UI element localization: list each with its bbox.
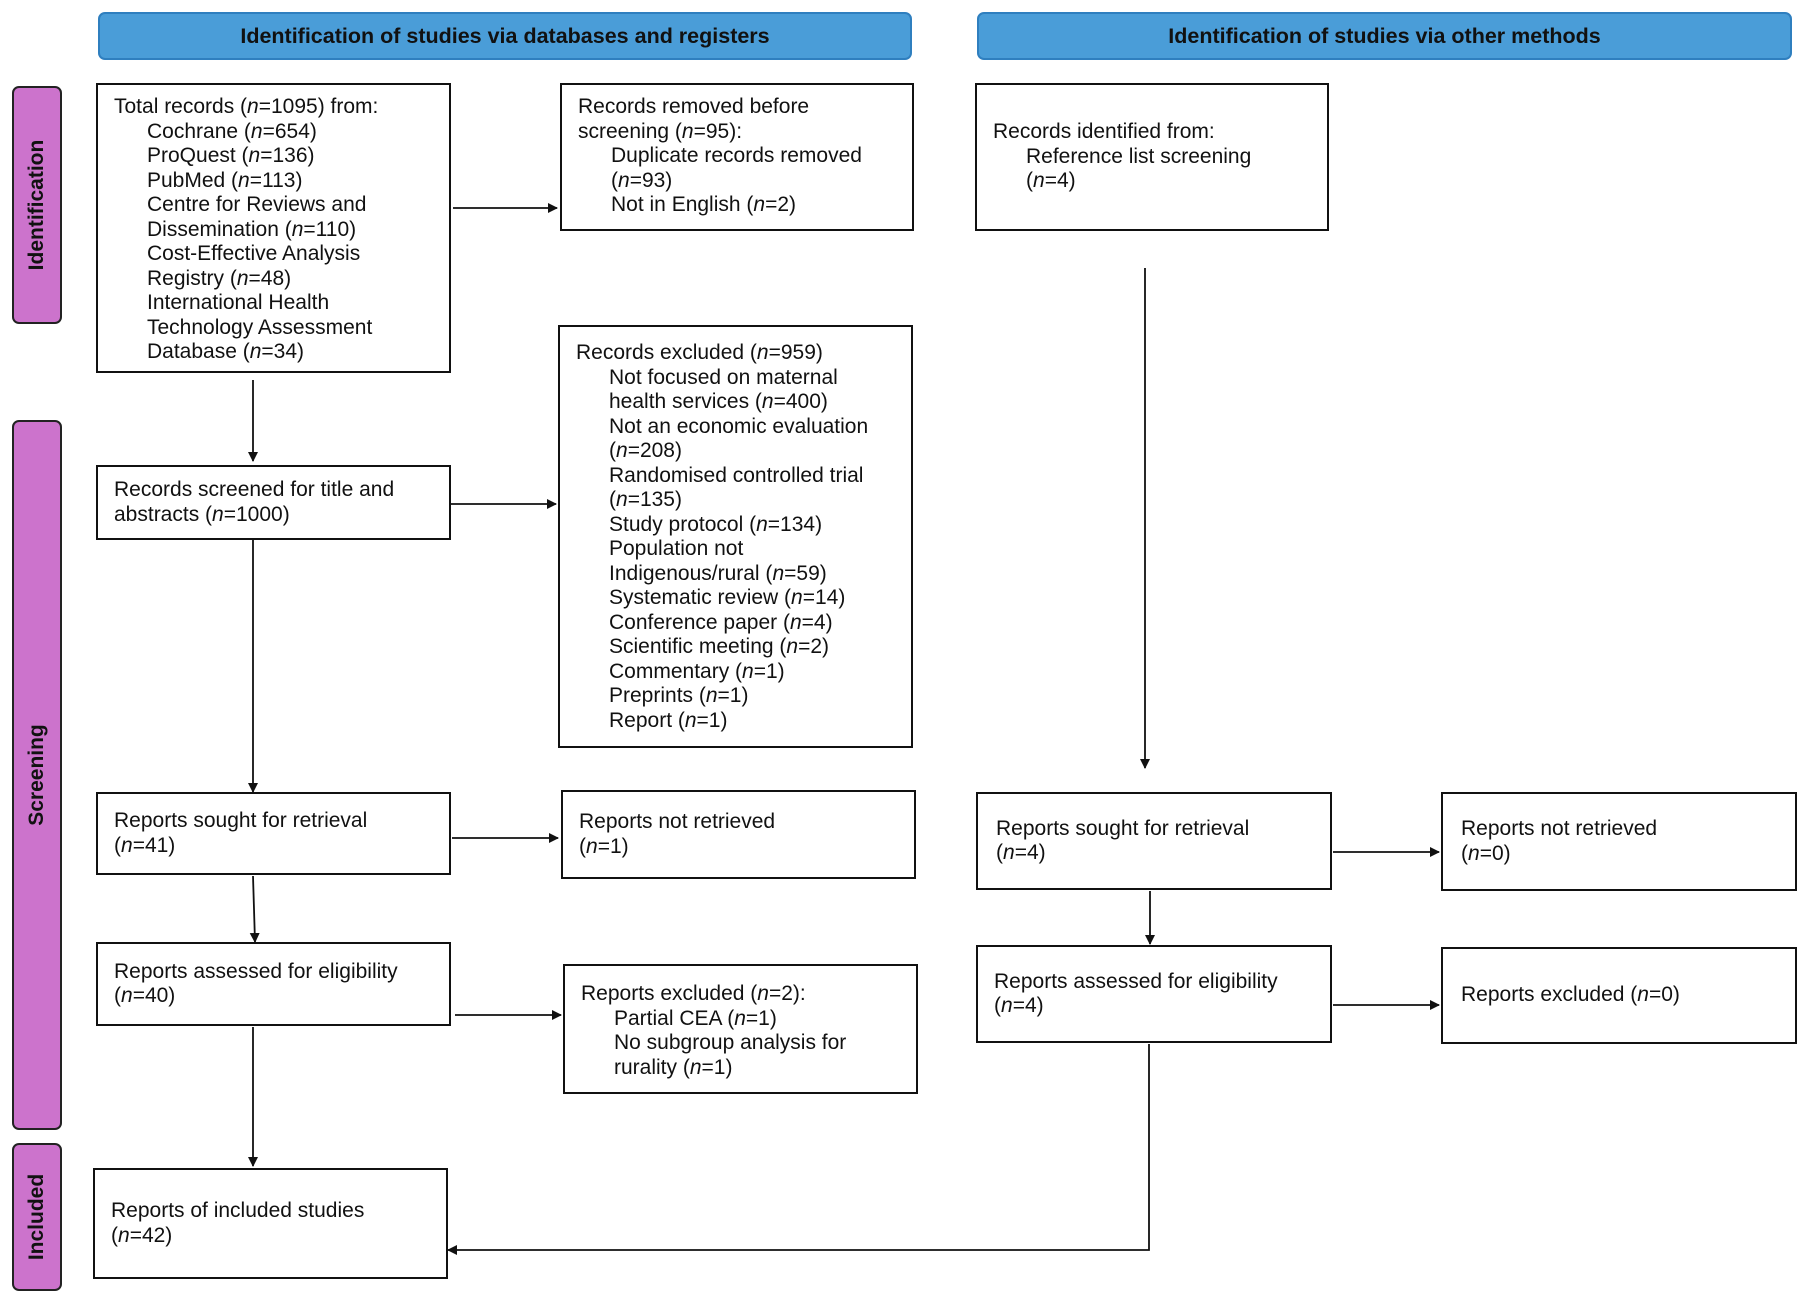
box-reports-sought-other: Reports sought for retrieval(n=4) xyxy=(976,792,1332,890)
box-line: abstracts (n=1000) xyxy=(114,502,290,526)
box-line: Preprints (n=1) xyxy=(609,684,749,707)
box-reports-excluded-db: Reports excluded (n=2):Partial CEA (n=1)… xyxy=(563,964,918,1094)
box-line: (n=4) xyxy=(1026,169,1076,193)
box-line: health services (n=400) xyxy=(609,390,828,413)
box-line: Not an economic evaluation xyxy=(609,414,869,438)
box-line: Not in English (n=2) xyxy=(611,193,797,216)
box-line: Records removed before xyxy=(578,95,810,118)
box-line: (n=40) xyxy=(114,984,176,1007)
box-line: Dissemination (n=110) xyxy=(147,217,357,241)
box-line: (n=4) xyxy=(994,994,1044,1017)
box-reports-sought-db: Reports sought for retrieval(n=41) xyxy=(96,792,451,875)
box-line: Technology Assessment xyxy=(147,315,373,339)
box-line: Reports assessed for eligibility xyxy=(994,969,1278,993)
box-line: Database (n=34) xyxy=(147,340,305,363)
box-line: Commentary (n=1) xyxy=(609,659,785,683)
box-line: Systematic review (n=14) xyxy=(609,586,846,609)
box-line: Records screened for title and xyxy=(114,478,395,501)
box-line: (n=93) xyxy=(611,168,673,192)
box-line: Reports not retrieved xyxy=(579,810,776,833)
box-line: Reports sought for retrieval xyxy=(996,816,1250,840)
box-line: (n=208) xyxy=(609,439,682,462)
stage-included: Included xyxy=(12,1143,62,1291)
box-line: Study protocol (n=134) xyxy=(609,512,823,536)
header-databases-label: Identification of studies via databases … xyxy=(240,23,770,48)
box-line: International Health xyxy=(147,291,330,314)
box-line: (n=42) xyxy=(111,1223,173,1247)
box-reports-assessed-other: Reports assessed for eligibility(n=4) xyxy=(976,945,1332,1043)
box-line: Cost-Effective Analysis xyxy=(147,242,361,265)
box-line: Reports excluded (n=2): xyxy=(581,982,806,1005)
arrow-other-to-included xyxy=(447,1044,1150,1255)
box-line: Conference paper (n=4) xyxy=(609,610,833,634)
box-line: Reports excluded (n=0) xyxy=(1461,983,1680,1007)
box-records-identified-other: Records identified from:Reference list s… xyxy=(975,83,1329,231)
box-line: Not focused on maternal xyxy=(609,365,838,389)
box-line: Records excluded (n=959) xyxy=(576,341,823,364)
box-line: Duplicate records removed xyxy=(611,144,862,167)
box-line: Reports sought for retrieval xyxy=(114,809,368,832)
stage-identification: Identification xyxy=(12,86,62,324)
box-line: Reference list screening xyxy=(1026,144,1252,168)
box-line: Indigenous/rural (n=59) xyxy=(609,561,827,585)
box-records-excluded: Records excluded (n=959)Not focused on m… xyxy=(558,325,913,748)
box-line: Registry (n=48) xyxy=(147,266,292,290)
box-line: Reports assessed for eligibility xyxy=(114,959,398,983)
box-included-studies: Reports of included studies(n=42) xyxy=(93,1168,448,1279)
box-line: (n=135) xyxy=(609,488,682,511)
box-line: Reports not retrieved xyxy=(1461,817,1658,840)
box-line: Total records (n=1095) from: xyxy=(114,95,379,118)
box-line: (n=41) xyxy=(114,833,176,857)
header-databases: Identification of studies via databases … xyxy=(98,12,912,60)
box-line: Randomised controlled trial xyxy=(609,463,864,487)
box-line: (n=0) xyxy=(1461,841,1511,865)
box-line: Records identified from: xyxy=(993,120,1215,144)
box-reports-excluded-other: Reports excluded (n=0) xyxy=(1441,947,1797,1044)
box-line: Scientific meeting (n=2) xyxy=(609,635,830,658)
box-line: Partial CEA (n=1) xyxy=(614,1006,777,1030)
box-line: (n=4) xyxy=(996,841,1046,864)
box-total-records: Total records (n=1095) from:Cochrane (n=… xyxy=(96,83,451,373)
box-line: Cochrane (n=654) xyxy=(147,119,317,143)
header-other-methods: Identification of studies via other meth… xyxy=(977,12,1792,60)
stage-screening: Screening xyxy=(12,420,62,1130)
arrow-sought-to-assessed xyxy=(249,875,260,943)
box-reports-not-retrieved-other: Reports not retrieved(n=0) xyxy=(1441,792,1797,891)
box-line: No subgroup analysis for xyxy=(614,1031,847,1054)
header-other-methods-label: Identification of studies via other meth… xyxy=(1168,23,1601,48)
box-line: PubMed (n=113) xyxy=(147,168,303,192)
box-line: screening (n=95): xyxy=(578,119,743,143)
box-line: rurality (n=1) xyxy=(614,1055,733,1079)
box-line: Population not xyxy=(609,537,744,560)
box-line: Reports of included studies xyxy=(111,1199,365,1222)
box-reports-assessed-db: Reports assessed for eligibility(n=40) xyxy=(96,942,451,1026)
box-line: ProQuest (n=136) xyxy=(147,144,315,167)
box-line: Report (n=1) xyxy=(609,708,728,732)
box-line: (n=1) xyxy=(579,834,629,858)
box-line: Centre for Reviews and xyxy=(147,193,367,216)
box-reports-not-retrieved-db: Reports not retrieved(n=1) xyxy=(561,790,916,879)
